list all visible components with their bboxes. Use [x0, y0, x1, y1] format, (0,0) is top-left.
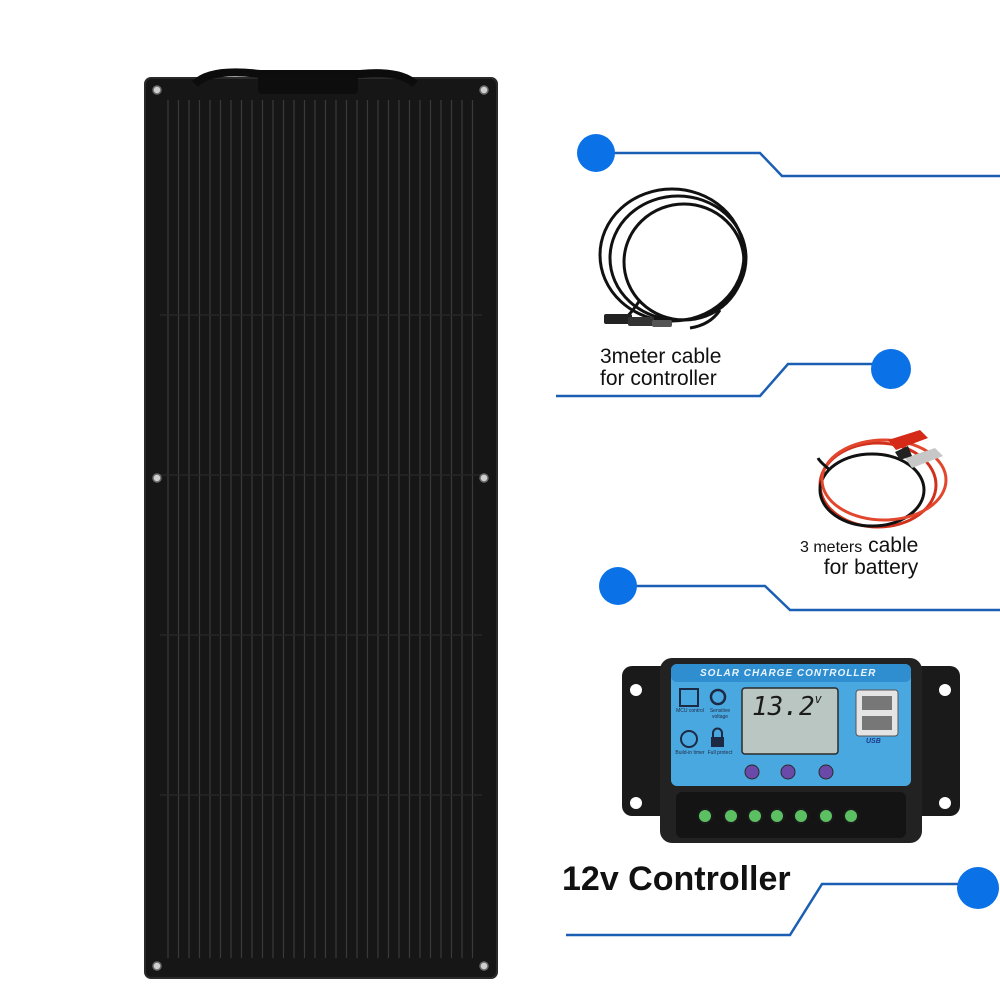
gear-icon [709, 688, 727, 706]
mc4-connectors [604, 314, 672, 327]
marker-dot-1 [577, 134, 615, 172]
mcu-icon [679, 688, 699, 707]
cable-controller-label-line1: 3meter cable [600, 345, 722, 368]
cable-battery-label: 3 meters cable for battery [800, 534, 919, 580]
icon-label-timer: Build-in timer [675, 750, 705, 756]
controller-title: 12v Controller [562, 860, 791, 898]
solar-panel [144, 68, 498, 979]
junction-cable [192, 68, 418, 88]
controller-cable-image [598, 187, 748, 330]
lock-icon [711, 737, 724, 747]
lcd-value: 13.2 [752, 692, 815, 722]
menu-button [744, 764, 760, 780]
grommet-holes [152, 85, 489, 971]
controller-header: SOLAR CHARGE CONTROLLER [700, 668, 877, 679]
usb-label: USB [866, 738, 881, 745]
lcd-display [741, 687, 839, 755]
cable-controller-label: 3meter cable for controller [600, 345, 722, 391]
marker-dot-3 [599, 567, 637, 605]
cable-battery-label-line2: for battery [823, 556, 919, 580]
charge-controller [622, 658, 960, 843]
lcd-unit: v [814, 692, 822, 706]
battery-clips [888, 430, 943, 468]
icon-label-mcu: MCU control [676, 708, 704, 714]
terminal-screws [697, 808, 859, 824]
icon-label-protect: Full protect [707, 750, 733, 756]
cable-battery-label-rest: cable [862, 534, 919, 557]
lcd-voltage-value: 13.2v [752, 692, 822, 722]
junction-box [258, 74, 358, 94]
up-button [818, 764, 834, 780]
timer-icon [680, 730, 698, 748]
marker-dot-2 [871, 349, 911, 389]
marker-dot-4 [957, 867, 999, 909]
icon-label-voltage: Sensitive voltage [709, 708, 731, 720]
leader-lines [556, 151, 1000, 937]
cell-grid [167, 100, 474, 958]
cable-controller-label-line2: for controller [600, 367, 717, 391]
marker-dots [577, 134, 999, 909]
cable-battery-label-small: 3 meters [800, 539, 863, 556]
battery-cable-image [816, 438, 948, 529]
down-button [780, 764, 796, 780]
